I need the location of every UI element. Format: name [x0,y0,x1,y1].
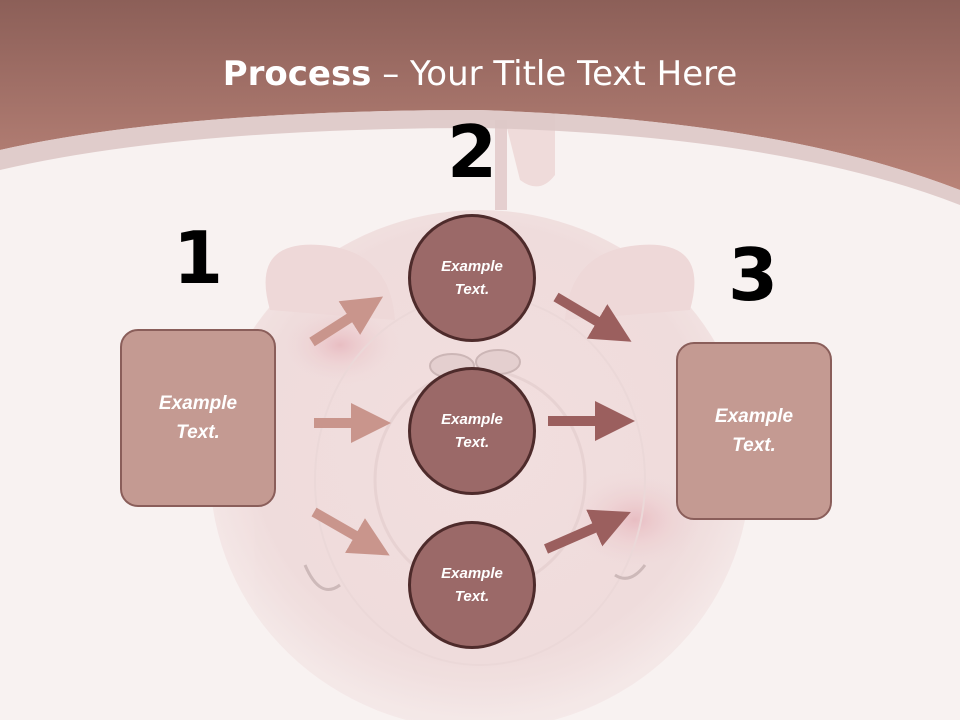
circle-bottom: Example Text. [408,521,536,649]
arrow-up-right-right [544,509,631,554]
circle-top: Example Text. [408,214,536,342]
circle-middle: Example Text. [408,367,536,495]
arrow-down-right-left [311,507,390,556]
step-number-1: 1 [172,216,224,300]
step-box-3: Example Text. [676,342,832,520]
title-rest: – Your Title Text Here [371,54,738,94]
step-number-2: 2 [446,110,498,194]
step-number-3: 3 [727,233,779,317]
arrow-up-right-left [309,296,384,347]
step-box-1: Example Text. [120,329,276,507]
slide-title: Process – Your Title Text Here [0,52,960,96]
arrow-down-right-right [553,292,632,342]
title-bold: Process [222,54,372,94]
